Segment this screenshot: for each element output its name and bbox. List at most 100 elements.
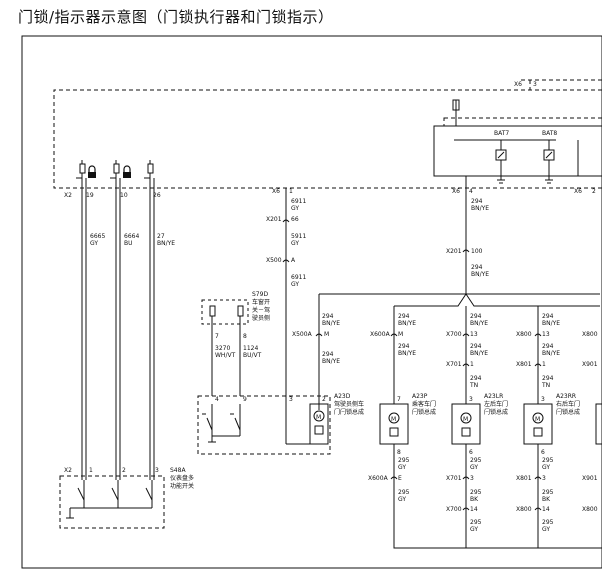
a23p-label-2: 闩锁总成 xyxy=(412,408,436,416)
s48a-pin-3: 3 xyxy=(155,467,159,474)
lock-icon-2 xyxy=(122,165,132,179)
wire-295-rr3-color: GY xyxy=(542,526,550,533)
a23d-pin-2: 2 xyxy=(322,396,326,403)
conn-x800-far-b: X800 xyxy=(582,506,598,513)
a23lr-label-2: 闩锁总成 xyxy=(484,408,508,416)
wire-295-p: 295 xyxy=(398,457,410,464)
a23lr-pin-6: 6 xyxy=(469,449,473,456)
conn-x500: X500 xyxy=(266,257,282,264)
wire-6665: 6665 xyxy=(90,233,105,240)
pin-3-lr-b: 3 xyxy=(470,475,474,482)
s48a-pin-2: 2 xyxy=(122,467,126,474)
wire-6665-color: GY xyxy=(90,240,98,247)
module-x6-dashed-box xyxy=(53,79,602,189)
wire-6811-color: GY xyxy=(291,281,299,288)
wire-294-rr2-color: BN/YE xyxy=(542,350,560,357)
wire-294-bus-2-color: BN/YE xyxy=(471,271,489,278)
wire-294-rr2: 294 xyxy=(542,343,554,350)
conn-x901: X901 xyxy=(582,361,598,368)
conn-x500a: X500A xyxy=(292,331,313,338)
conn-x6-a23d: X6 xyxy=(272,188,280,195)
wire-294-rr3: 294 xyxy=(542,375,554,382)
pin-19: 19 xyxy=(86,192,94,199)
pin-13-rr: 13 xyxy=(542,331,550,338)
wire-295-rr2: 295 xyxy=(542,489,554,496)
wire-294-lr2-color: BN/YE xyxy=(470,350,488,357)
wire-294-a23d-2: 294 xyxy=(322,351,334,358)
conn-x801: X801 xyxy=(516,361,532,368)
wire-294-bus: 294 xyxy=(471,198,483,205)
wire-6664-color: BU xyxy=(124,240,133,247)
a23d-pin-3: 3 xyxy=(289,396,293,403)
wire-294-a23d: 294 xyxy=(322,313,334,320)
wire-294-lr2: 294 xyxy=(470,343,482,350)
lock-icon-1 xyxy=(87,165,97,179)
pin-e: E xyxy=(398,475,402,482)
wire-294-rr3-color: TN xyxy=(541,382,550,389)
conn-x801-b: X801 xyxy=(516,475,532,482)
wire-295-lr3-color: GY xyxy=(470,526,478,533)
conn-x700-b: X700 xyxy=(446,506,462,513)
wire-6664: 6664 xyxy=(124,233,139,240)
pin-10: 10 xyxy=(120,192,128,199)
wire-295-lr: 295 xyxy=(470,457,482,464)
pin-1-lr: 1 xyxy=(470,361,474,368)
a23lr-pin-3: 3 xyxy=(469,396,473,403)
wire-6911: 6911 xyxy=(291,198,306,205)
wire-294-lr: 294 xyxy=(470,313,482,320)
s48a-label-1: 仪表盘多 xyxy=(170,474,194,482)
conn-x700: X700 xyxy=(446,331,462,338)
pin-3-top: 3 xyxy=(533,81,537,88)
a23lr-label-1: 左后车门 xyxy=(484,400,508,408)
wire-294-bus-color: BN/YE xyxy=(471,205,489,212)
conn-x701: X701 xyxy=(446,361,462,368)
a23lr-motor: M xyxy=(463,416,468,423)
conn-x2: X2 xyxy=(64,192,72,199)
a23p-pin-8: 8 xyxy=(397,449,401,456)
a23rr-pin-6: 6 xyxy=(541,449,545,456)
wire-3270: 3270 xyxy=(215,345,230,352)
a23d-pin-9: 9 xyxy=(243,396,247,403)
conn-x201: X201 xyxy=(266,216,282,223)
wire-294-a23d-2-color: BN/YE xyxy=(322,358,340,365)
a23d-wiring xyxy=(197,188,600,455)
wire-294-lr3-color: TN xyxy=(469,382,478,389)
wire-294-p2-color: BN/YE xyxy=(398,350,416,357)
latch-assemblies xyxy=(379,403,602,549)
wire-294-lr3: 294 xyxy=(470,375,482,382)
pin-4-bus: 4 xyxy=(469,188,473,195)
wire-295-p2: 295 xyxy=(398,489,410,496)
page-title: 门锁/指示器示意图（门锁执行器和门锁指示） xyxy=(18,8,334,26)
s48a-switch-box xyxy=(59,475,165,529)
conn-x201-bus: X201 xyxy=(446,248,462,255)
pin-100: 100 xyxy=(471,248,483,255)
wire-294-rr: 294 xyxy=(542,313,554,320)
wire-27-color: BN/YE xyxy=(157,240,175,247)
s79d-pin-7: 7 xyxy=(215,333,219,340)
pin-a: A xyxy=(291,257,296,264)
wire-6911-color: GY xyxy=(291,205,299,212)
s79d-label-1: 车窗开 xyxy=(252,298,270,306)
conn-x6-right: X6 xyxy=(574,188,582,195)
a23d-label-2: 门闩锁总成 xyxy=(334,408,364,416)
bat8-label: BAT8 xyxy=(542,130,557,137)
conn-x6-top: X6 xyxy=(514,81,522,88)
conn-x600a: X600A xyxy=(370,331,391,338)
s79d-switch xyxy=(201,299,249,443)
wire-5911-color: GY xyxy=(291,240,299,247)
pin-m-p: M xyxy=(398,331,403,338)
pin-1-a23d: 1 xyxy=(289,188,293,195)
a23rr-label-1: 右后车门 xyxy=(556,400,580,408)
a23rr-pin-3: 3 xyxy=(541,396,545,403)
wire-294-p2: 294 xyxy=(398,343,410,350)
conn-x800: X800 xyxy=(516,331,532,338)
bat-relay-block xyxy=(433,100,602,184)
bat7-label: BAT7 xyxy=(494,130,509,137)
fuse-icon xyxy=(452,99,460,111)
wire-3270-color: WH/VT xyxy=(215,352,236,359)
s79d-id: S79D xyxy=(252,291,268,298)
wire-5911: 5911 xyxy=(291,233,306,240)
conn-x6-bus: X6 xyxy=(452,188,460,195)
a23rr-label-2: 闩锁总成 xyxy=(556,408,580,416)
